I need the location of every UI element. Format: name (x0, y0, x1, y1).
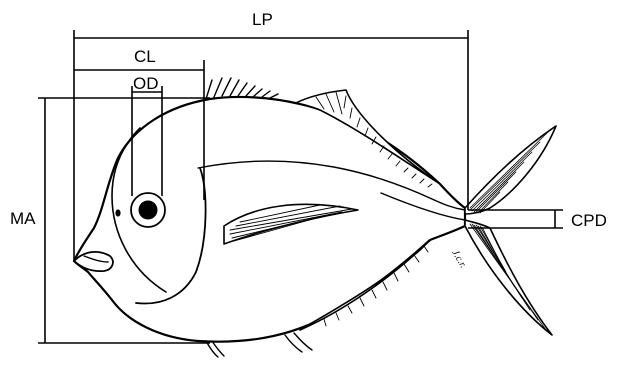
artist-signature: J.c.r. (449, 248, 468, 270)
dorsal-spines (206, 78, 278, 99)
ma-label: MA (10, 209, 36, 228)
mouth-line (84, 256, 108, 262)
pelvic-spines (206, 333, 312, 357)
dorsal-fin (296, 90, 440, 184)
od-label: OD (133, 74, 159, 93)
eye-pupil (139, 201, 158, 220)
fish-illustration (74, 78, 556, 357)
cl-label: CL (134, 47, 156, 66)
nostril (115, 209, 120, 216)
caudal-peduncle-line (198, 161, 465, 210)
anal-fin (300, 240, 430, 330)
operculum-line (136, 168, 206, 304)
caudal-fin-upper (465, 126, 556, 214)
lp-label: LP (252, 10, 273, 29)
cpd-label: CPD (571, 211, 607, 230)
